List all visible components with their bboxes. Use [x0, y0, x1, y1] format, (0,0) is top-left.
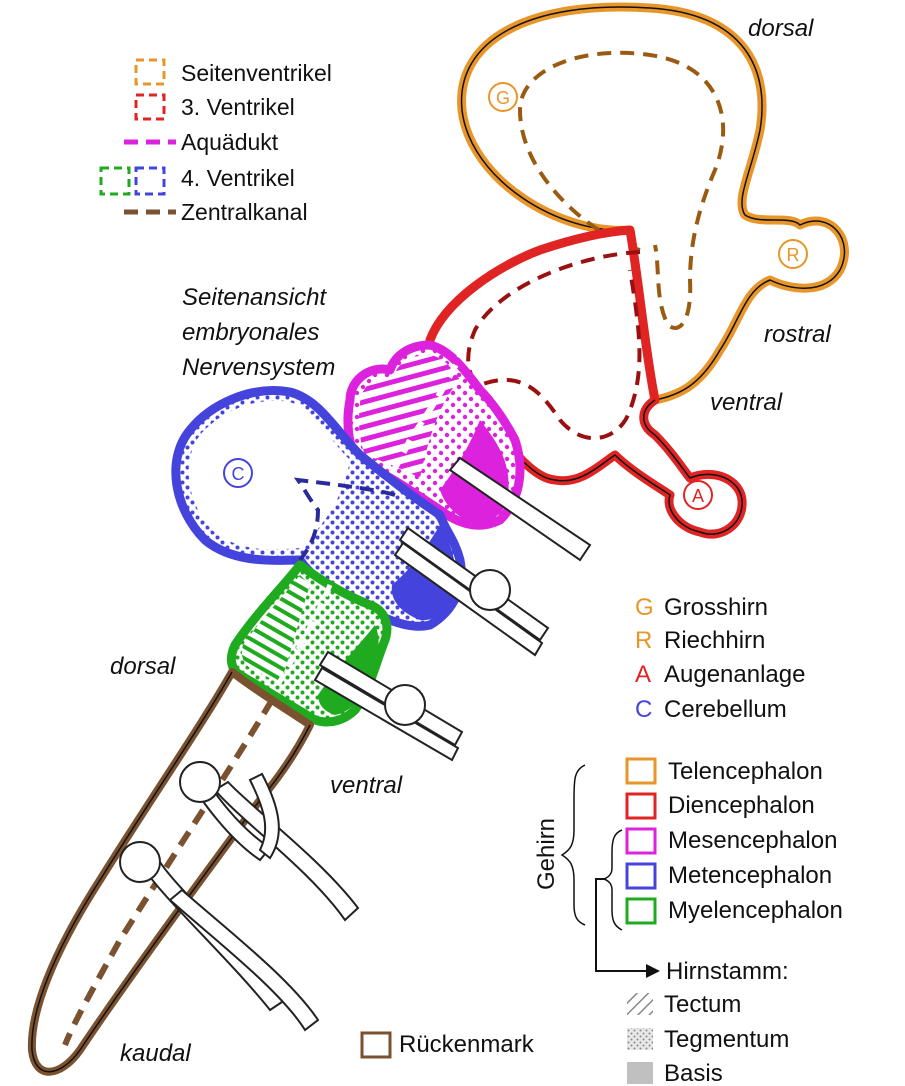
label-rostral: rostral — [764, 321, 831, 348]
caption-line3: Nervensystem — [182, 354, 335, 381]
metencephalon-swatch — [627, 864, 655, 888]
rueckenmark-shape — [32, 672, 310, 1072]
rueckenmark-label: Rückenmark — [399, 1031, 535, 1058]
caption-line1: Seitenansicht — [182, 284, 327, 311]
aquaedukt-label: Aquädukt — [181, 129, 279, 155]
diencephalon-swatch — [627, 794, 655, 818]
landmark-legend: G Grosshirn R Riechhirn A Augenanlage C … — [635, 594, 805, 723]
tegmentum-swatch — [627, 1028, 653, 1050]
hirnstamm-arrow-line — [596, 879, 646, 971]
hirnstamm-label: Hirnstamm: — [666, 958, 789, 985]
caption-line2: embryonales — [182, 319, 319, 346]
riechhirn-marker-letter: R — [787, 245, 800, 265]
region-legend: Telencephalon Diencephalon Mesencephalon… — [362, 758, 843, 1086]
gehirn-label: Gehirn — [533, 818, 560, 890]
riechhirn-label: Riechhirn — [664, 627, 765, 654]
cerebellum-letter: C — [635, 696, 652, 723]
nerve-ganglion — [180, 762, 220, 802]
cerebellum-label: Cerebellum — [664, 696, 787, 723]
nerve-root — [215, 782, 358, 920]
nerve-ganglion — [120, 842, 160, 882]
label-dorsal-top: dorsal — [748, 15, 814, 42]
telencephalon-label: Telencephalon — [668, 758, 823, 785]
tectum-label: Tectum — [664, 991, 741, 1018]
mesencephalon-swatch — [627, 829, 655, 853]
seitenventrikel-swatch — [136, 60, 164, 84]
label-ventral-right: ventral — [710, 389, 783, 416]
ventrikel4-blue-swatch — [136, 168, 164, 194]
ventrikel3-label: 3. Ventrikel — [181, 94, 295, 120]
tectum-swatch — [627, 993, 653, 1015]
label-dorsal-left: dorsal — [110, 653, 176, 680]
rueckenmark-swatch — [362, 1033, 390, 1057]
gehirn-brace — [562, 765, 585, 925]
metencephalon-label: Metencephalon — [668, 862, 832, 889]
ventrikel4-label: 4. Ventrikel — [181, 165, 295, 191]
nerve-ganglion — [470, 570, 510, 610]
grosshirn-marker-letter: G — [496, 88, 510, 108]
grosshirn-label: Grosshirn — [664, 594, 768, 621]
riechhirn-letter: R — [635, 627, 652, 654]
tegmentum-label: Tegmentum — [664, 1026, 789, 1053]
myelencephalon-swatch — [627, 899, 655, 923]
cerebellum-marker-letter: C — [232, 464, 245, 484]
nerve-root — [170, 890, 318, 1030]
ventricle-legend: Seitenventrikel 3. Ventrikel Aquädukt 4.… — [101, 60, 332, 225]
diencephalon-label: Diencephalon — [668, 792, 815, 819]
myelencephalon-label: Myelencephalon — [668, 897, 843, 924]
basis-swatch — [627, 1062, 653, 1084]
zentralkanal-label: Zentralkanal — [181, 199, 308, 225]
ventrikel4-green-swatch — [101, 168, 129, 194]
ventrikel3-swatch — [136, 95, 164, 119]
label-kaudal: kaudal — [120, 1040, 191, 1067]
augenanlage-label: Augenanlage — [664, 661, 805, 688]
nerve-ganglion — [385, 685, 425, 725]
mesencephalon-label: Mesencephalon — [668, 827, 837, 854]
hirnstamm-arrow-head — [646, 964, 660, 978]
hirnstamm-brace — [604, 830, 622, 930]
label-ventral-mid: ventral — [330, 772, 403, 799]
basis-label: Basis — [664, 1060, 723, 1086]
caption: Seitenansicht embryonales Nervensystem — [182, 284, 335, 381]
seitenventrikel-label: Seitenventrikel — [181, 60, 332, 86]
augenanlage-letter: A — [635, 661, 651, 688]
telencephalon-swatch — [627, 759, 655, 783]
grosshirn-letter: G — [635, 594, 654, 621]
augenanlage-marker-letter: A — [692, 486, 704, 506]
